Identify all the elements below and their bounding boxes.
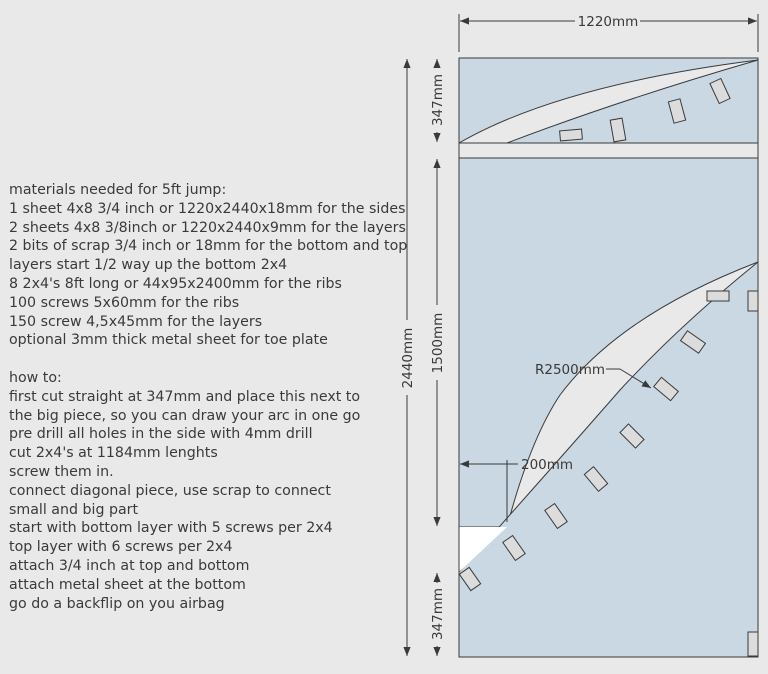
howto-line: attach metal sheet at the bottom bbox=[9, 576, 246, 593]
top-piece-lower bbox=[506, 59, 759, 144]
top-piece-cut-line bbox=[459, 142, 758, 159]
rib-block bbox=[458, 566, 482, 592]
bottom-dimension: 347mm bbox=[430, 573, 446, 656]
width-label: 1220mm bbox=[578, 14, 639, 30]
howto-list: how to: first cut straight at 347mm and p… bbox=[9, 369, 409, 613]
radius-label: R2500mm bbox=[535, 362, 605, 378]
rib-block bbox=[747, 631, 759, 657]
materials-line: 100 screws 5x60mm for the ribs bbox=[9, 294, 240, 311]
howto-line: the big piece, so you can draw your arc … bbox=[9, 407, 361, 424]
howto-line: cut 2x4's at 1184mm lenghts bbox=[9, 445, 218, 462]
offset-label: 200mm bbox=[521, 457, 573, 473]
rib-block bbox=[544, 502, 568, 530]
offset-dimension: 200mm bbox=[460, 457, 573, 522]
leader-line bbox=[619, 368, 652, 389]
top-cut-piece bbox=[458, 57, 759, 159]
howto-line: small and big part bbox=[9, 501, 139, 518]
middle-label: 1500mm bbox=[430, 313, 446, 374]
instruction-notes: materials needed for 5ft jump: 1 sheet 4x… bbox=[9, 181, 409, 613]
howto-line: how to: bbox=[9, 369, 62, 386]
main-side-piece bbox=[458, 57, 759, 658]
rib-block bbox=[667, 98, 687, 124]
howto-line: start with bottom layer with 5 screws pe… bbox=[9, 520, 333, 537]
howto-line: attach 3/4 inch at top and bottom bbox=[9, 557, 250, 574]
howto-line: top layer with 6 screws per 2x4 bbox=[9, 539, 233, 556]
howto-line: first cut straight at 347mm and place th… bbox=[9, 388, 361, 405]
radius-dimension: R2500mm bbox=[535, 362, 652, 389]
main-piece-white-notch bbox=[459, 527, 507, 572]
rib-block bbox=[619, 423, 645, 449]
materials-line: materials needed for 5ft jump: bbox=[9, 182, 227, 198]
main-piece-lower-right bbox=[458, 260, 759, 658]
howto-line: connect diagonal piece, use scrap to con… bbox=[9, 482, 331, 499]
materials-line: 2 bits of scrap 3/4 inch or 18mm for the… bbox=[9, 238, 408, 255]
total-height-dimension: 2440mm bbox=[400, 59, 416, 656]
howto-line: pre drill all holes in the side with 4mm… bbox=[9, 426, 313, 443]
rib-block bbox=[706, 290, 730, 302]
width-dimension: 1220mm bbox=[458, 14, 759, 52]
materials-line: optional 3mm thick metal sheet for toe p… bbox=[9, 332, 328, 349]
rib-block bbox=[583, 466, 609, 492]
sheet-outline bbox=[458, 57, 759, 658]
materials-line: 8 2x4's 8ft long or 44x95x2400mm for the… bbox=[9, 275, 342, 292]
rib-block bbox=[747, 290, 759, 312]
top-cut-label: 347mm bbox=[430, 74, 446, 126]
total-height-label: 2440mm bbox=[400, 328, 416, 389]
howto-line: screw them in. bbox=[9, 463, 114, 480]
materials-list: materials needed for 5ft jump: 1 sheet 4x… bbox=[9, 181, 409, 350]
bottom-label: 347mm bbox=[430, 588, 446, 640]
rib-block bbox=[502, 534, 526, 562]
rib-block bbox=[609, 117, 627, 143]
main-piece-upper-left bbox=[458, 157, 759, 528]
top-cut-dimension: 347mm bbox=[430, 59, 446, 142]
middle-dimension: 1500mm bbox=[430, 159, 446, 526]
materials-line: layers start 1/2 way up the bottom 2x4 bbox=[9, 257, 288, 274]
top-piece-upper bbox=[458, 57, 759, 144]
howto-line: go do a backflip on you airbag bbox=[9, 595, 225, 612]
rib-block bbox=[653, 376, 679, 402]
rib-block bbox=[679, 330, 707, 354]
rib-block bbox=[559, 128, 583, 142]
rib-blocks bbox=[458, 77, 759, 657]
materials-line: 1 sheet 4x8 3/4 inch or 1220x2440x18mm f… bbox=[9, 200, 406, 217]
materials-line: 2 sheets 4x8 3/8inch or 1220x2440x9mm fo… bbox=[9, 219, 406, 236]
rib-block bbox=[709, 77, 731, 105]
materials-line: 150 screw 4,5x45mm for the layers bbox=[9, 313, 263, 330]
